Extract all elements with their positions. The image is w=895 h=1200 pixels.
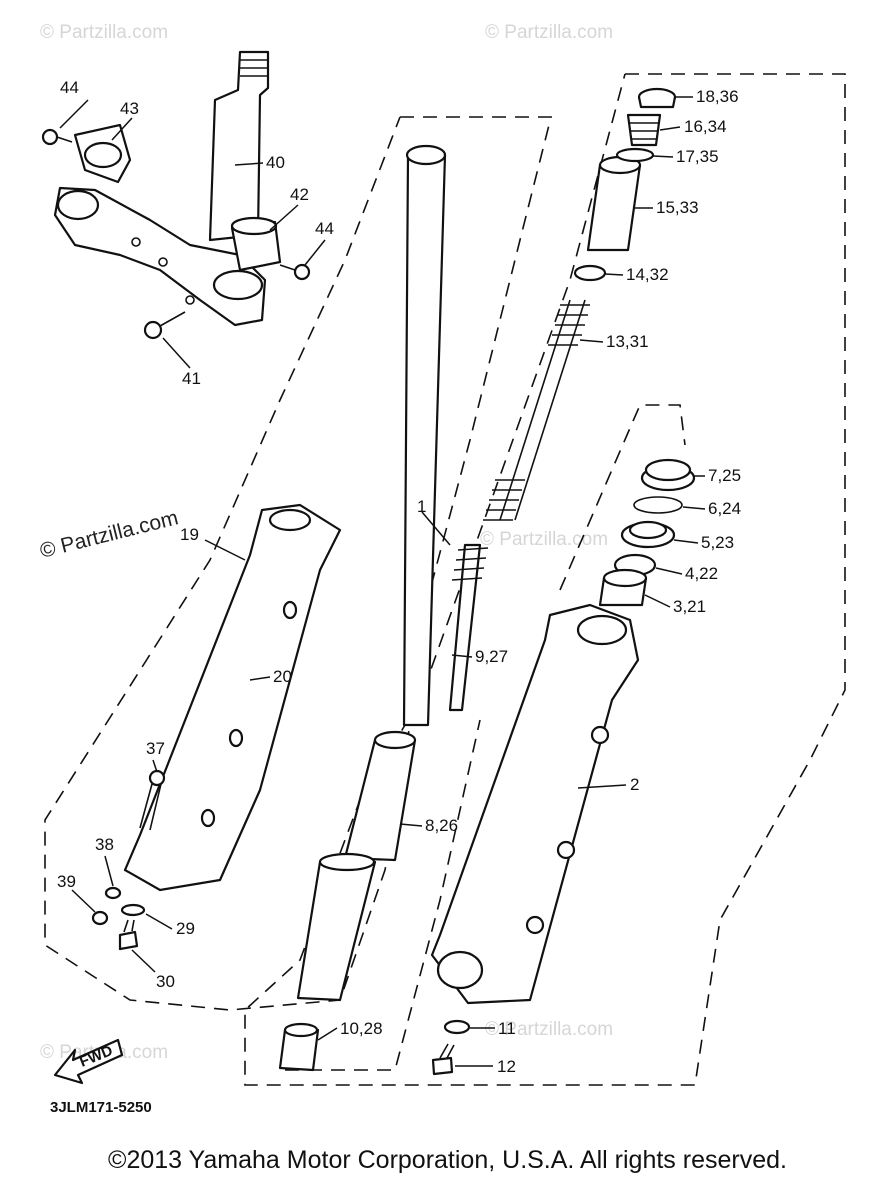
part-29-washer	[120, 903, 146, 917]
label-20: 20	[273, 667, 292, 686]
part-7-dust-seal	[640, 458, 696, 492]
right-fork-group-outline	[244, 73, 846, 1086]
label-44-right: 44	[315, 219, 334, 238]
label-10-28: 10,28	[340, 1019, 383, 1038]
label-29: 29	[176, 919, 195, 938]
part-10-oil-lock-piece	[278, 1022, 320, 1072]
label-7-25: 7,25	[708, 466, 741, 485]
inner-tube-lower	[296, 852, 377, 1002]
inner-tube-group-outline	[285, 719, 481, 1071]
label-30: 30	[156, 972, 175, 991]
label-19: 19	[180, 525, 199, 544]
part-17-o-ring	[615, 147, 655, 163]
part-1-inner-tube	[402, 144, 447, 727]
label-15-33: 15,33	[656, 198, 699, 217]
label-13-31: 13,31	[606, 332, 649, 351]
label-9-27: 9,27	[475, 647, 508, 666]
part-3-bushing	[598, 568, 648, 607]
label-16-34: 16,34	[684, 117, 727, 136]
label-37: 37	[146, 739, 165, 758]
part-38-nut	[104, 886, 122, 900]
part-11-washer	[443, 1019, 471, 1035]
part-13-fork-spring	[483, 299, 590, 521]
label-42: 42	[290, 185, 309, 204]
part-20-outer-tube-left	[123, 503, 342, 892]
label-2: 2	[630, 775, 639, 794]
watermark-middle: © Partzilla.com	[480, 529, 608, 550]
label-8-26: 8,26	[425, 816, 458, 835]
label-1: 1	[417, 497, 426, 516]
part-44-bolt-right	[279, 263, 311, 281]
part-16-cap-bolt	[626, 113, 662, 147]
part-39-nut	[91, 910, 109, 926]
part-41-bolt	[143, 311, 186, 340]
part-42-clamp	[230, 216, 282, 272]
part-5-oil-seal	[620, 520, 676, 549]
part-18-cap	[637, 87, 677, 109]
label-41: 41	[182, 369, 201, 388]
seal-group-outline	[559, 404, 686, 591]
part-8-slide-bushing	[343, 730, 417, 862]
copyright-notice: ©2013 Yamaha Motor Corporation, U.S.A. A…	[108, 1146, 787, 1174]
label-39: 39	[57, 872, 76, 891]
part-14-washer	[573, 264, 607, 282]
part-6-clip	[633, 496, 683, 514]
part-12-bolt	[431, 1043, 455, 1076]
label-18-36: 18,36	[696, 87, 739, 106]
label-5-23: 5,23	[701, 533, 734, 552]
part-43-handle-clamp	[73, 123, 132, 184]
label-14-32: 14,32	[626, 265, 669, 284]
leader-lines	[59, 96, 706, 1067]
part-30-bolt	[118, 919, 139, 951]
label-38: 38	[95, 835, 114, 854]
label-44-left: 44	[60, 78, 79, 97]
part-2-outer-tube-right	[430, 603, 640, 1005]
watermark-top-left: © Partzilla.com	[40, 22, 168, 43]
label-11: 11	[498, 1019, 516, 1038]
part-9-damper-rod	[448, 543, 489, 712]
part-40-steering-stem	[53, 50, 270, 327]
label-12: 12	[497, 1057, 516, 1076]
part-44-bolt-left	[41, 128, 73, 146]
label-43: 43	[120, 99, 139, 118]
diagram-code: 3JLM171-5250	[50, 1099, 152, 1116]
part-15-spacer	[586, 155, 642, 252]
left-fork-group-outline	[44, 116, 553, 1011]
label-4-22: 4,22	[685, 564, 718, 583]
label-3-21: 3,21	[673, 597, 706, 616]
watermark-bottom-right: © Partzilla.com	[485, 1019, 613, 1040]
label-17-35: 17,35	[676, 147, 719, 166]
label-40: 40	[266, 153, 285, 172]
watermark-top-right: © Partzilla.com	[485, 22, 613, 43]
label-6-24: 6,24	[708, 499, 741, 518]
watermark-dark: © Partzilla.com	[38, 506, 181, 563]
